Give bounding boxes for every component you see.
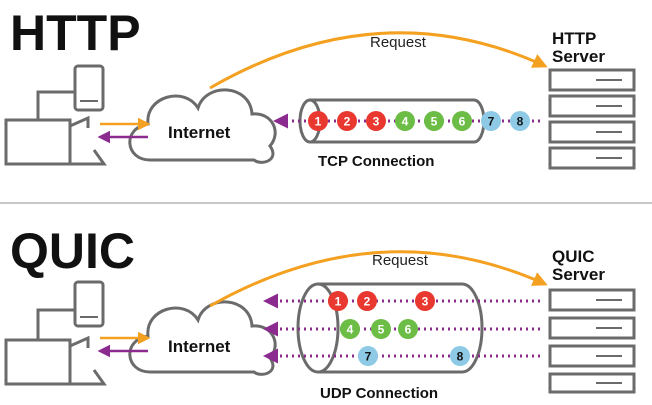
server-label: HTTP xyxy=(552,29,596,48)
packet-4: 4 xyxy=(395,111,415,131)
packet-number: 6 xyxy=(459,115,466,129)
quic-title: QUIC xyxy=(10,223,135,279)
packet-3: 3 xyxy=(415,291,435,311)
packet-6: 6 xyxy=(398,319,418,339)
connection-label: TCP Connection xyxy=(318,153,434,170)
quic-packet-group: 1 2 3 4 5 6 7 8 xyxy=(328,291,470,366)
packet-3: 3 xyxy=(366,111,386,131)
packet-2: 2 xyxy=(337,111,357,131)
tcp-packet-group: 1 2 3 4 5 6 7 8 xyxy=(308,111,530,131)
packet-1: 1 xyxy=(308,111,328,131)
http-section: HTTP Internet Request HTTP Server xyxy=(4,5,636,170)
packet-number: 1 xyxy=(335,295,342,309)
packet-7: 7 xyxy=(358,346,378,366)
server-rack-icon xyxy=(548,288,636,394)
packet-7: 7 xyxy=(481,111,501,131)
packet-number: 3 xyxy=(373,115,380,129)
request-arrow xyxy=(209,31,548,90)
packet-circle xyxy=(450,346,470,366)
laptop-icon xyxy=(4,115,107,166)
internet-label: Internet xyxy=(168,123,231,142)
packet-circle xyxy=(452,111,472,131)
packet-8: 8 xyxy=(510,111,530,131)
laptop-icon xyxy=(4,335,107,386)
request-arrow xyxy=(209,250,548,308)
packet-number: 8 xyxy=(457,350,464,364)
packet-circle xyxy=(398,319,418,339)
internet-label: Internet xyxy=(168,337,231,356)
packet-circle xyxy=(357,291,377,311)
packet-circle xyxy=(415,291,435,311)
packet-circle xyxy=(510,111,530,131)
packet-circle xyxy=(337,111,357,131)
packet-number: 4 xyxy=(347,323,354,337)
packet-circle xyxy=(308,111,328,131)
packet-circle xyxy=(481,111,501,131)
packet-circle xyxy=(358,346,378,366)
packet-2: 2 xyxy=(357,291,377,311)
quic-section: QUIC Internet Request QUIC Server xyxy=(4,223,636,402)
packet-number: 8 xyxy=(517,115,524,129)
packet-8: 8 xyxy=(450,346,470,366)
packet-number: 2 xyxy=(364,295,371,309)
packet-1: 1 xyxy=(328,291,348,311)
device-wire xyxy=(36,308,75,340)
server-label: Server xyxy=(552,47,605,66)
packet-number: 5 xyxy=(431,115,438,129)
server-label: Server xyxy=(552,265,605,284)
packet-circle xyxy=(395,111,415,131)
request-label: Request xyxy=(372,252,429,269)
packet-number: 6 xyxy=(405,323,412,337)
server-label: QUIC xyxy=(552,247,595,266)
phone-icon xyxy=(73,64,105,112)
packet-number: 7 xyxy=(488,115,495,129)
packet-circle xyxy=(424,111,444,131)
packet-6: 6 xyxy=(452,111,472,131)
packet-number: 4 xyxy=(402,115,409,129)
request-label: Request xyxy=(370,34,427,51)
packet-number: 2 xyxy=(344,115,351,129)
packet-circle xyxy=(366,111,386,131)
packet-4: 4 xyxy=(340,319,360,339)
packet-5: 5 xyxy=(424,111,444,131)
packet-number: 5 xyxy=(378,323,385,337)
device-wire xyxy=(36,90,75,120)
packet-circle xyxy=(340,319,360,339)
server-rack-icon xyxy=(548,68,636,170)
packet-number: 7 xyxy=(365,350,372,364)
http-title: HTTP xyxy=(10,5,141,61)
packet-number: 3 xyxy=(422,295,429,309)
packet-5: 5 xyxy=(371,319,391,339)
phone-icon xyxy=(73,280,105,328)
packet-circle xyxy=(328,291,348,311)
connection-label: UDP Connection xyxy=(320,385,438,402)
packet-circle xyxy=(371,319,391,339)
packet-number: 1 xyxy=(315,115,322,129)
